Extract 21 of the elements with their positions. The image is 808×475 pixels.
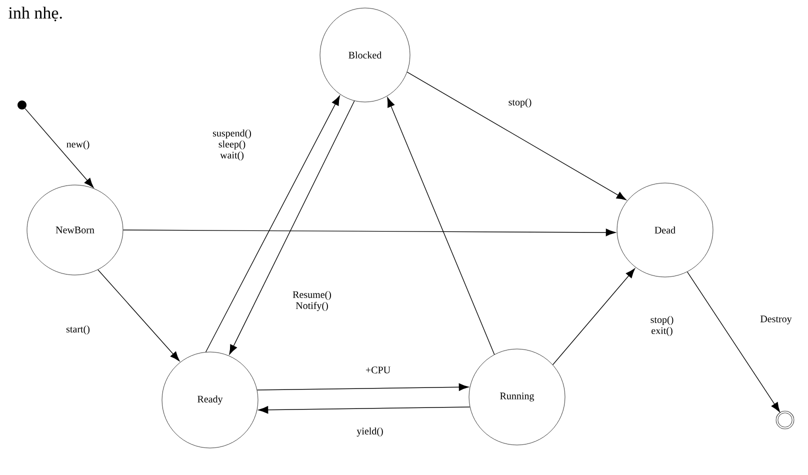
- arrow: [686, 272, 780, 412]
- arrow: [98, 269, 180, 362]
- end-circle: [776, 410, 794, 430]
- arrow: [258, 406, 470, 414]
- edge-label: suspend() sleep() wait(): [210, 128, 254, 162]
- arrow: [229, 100, 355, 355]
- edge-label: yield(): [356, 426, 384, 438]
- edge-label: stop() exit(): [644, 314, 680, 338]
- arrow: [552, 268, 636, 366]
- arrow: [205, 96, 340, 352]
- edge-label: Destroy: [759, 314, 793, 326]
- page-text: inh nhẹ.: [8, 6, 62, 22]
- arrow: [406, 72, 626, 200]
- start-dot: [18, 100, 26, 110]
- arrow: [256, 383, 469, 391]
- arrow: [387, 97, 495, 355]
- edge-label: +CPU: [364, 366, 392, 374]
- edge-label: Resume() Notify(): [290, 290, 334, 312]
- arrow: [24, 108, 94, 188]
- edge-label: start(): [65, 324, 91, 336]
- arrow: [122, 228, 616, 236]
